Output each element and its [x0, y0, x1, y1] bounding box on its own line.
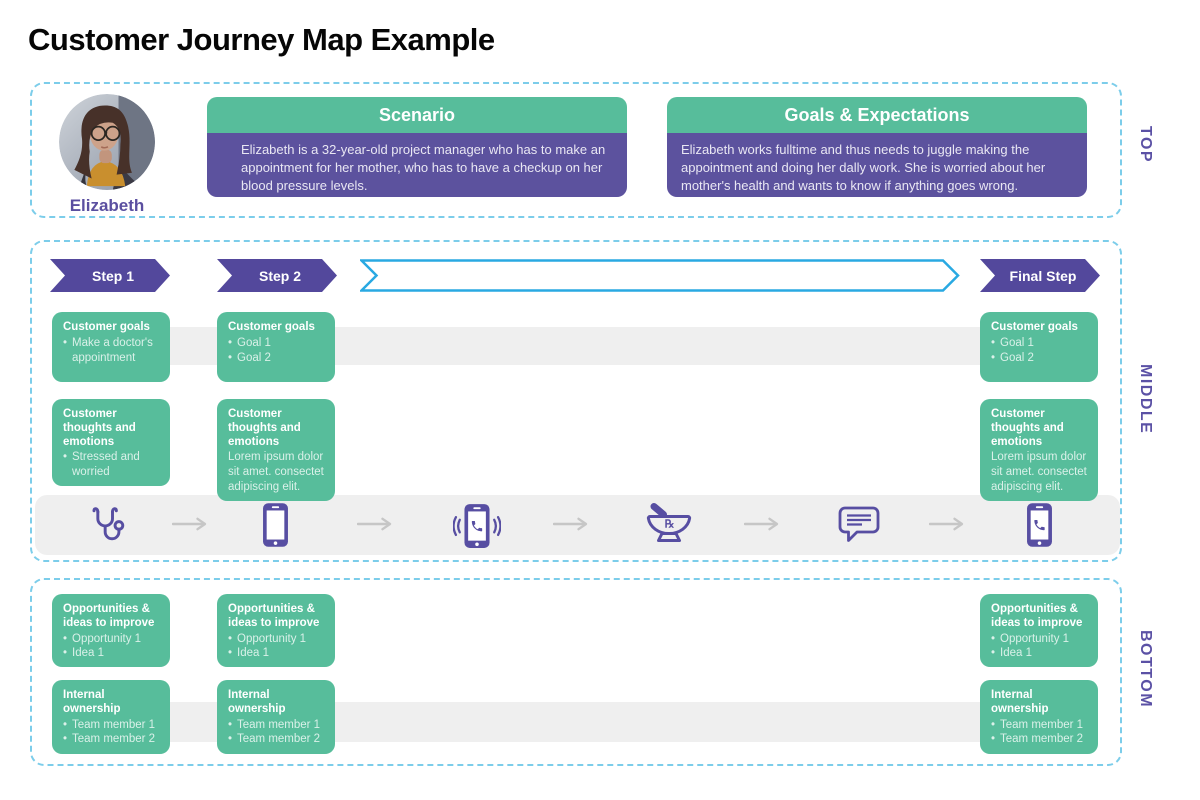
- ownership-card-final: Internal ownership •Team member 1 •Team …: [980, 680, 1098, 754]
- final-step-arrow: Final Step: [980, 259, 1100, 292]
- step2-arrow: Step 2: [217, 259, 337, 292]
- customer-goals-card-step2: Customer goals •Goal 1 •Goal 2: [217, 312, 335, 382]
- stethoscope-icon: [83, 501, 131, 549]
- flow-arrow-icon: [743, 517, 784, 531]
- opportunities-card-final: Opportunities & ideas to improve •Opport…: [980, 594, 1098, 668]
- thoughts-card-step1: Customer thoughts and emotions •Stressed…: [52, 399, 170, 486]
- ownership-card-step1: Internal ownership •Team member 1 •Team …: [52, 680, 170, 754]
- opportunities-card-step1: Opportunities & ideas to improve •Opport…: [52, 594, 170, 668]
- thoughts-card-final: Customer thoughts and emotions Lorem ips…: [980, 399, 1098, 501]
- phone-call-icon: [1015, 501, 1063, 549]
- scenario-card: Scenario Elizabeth is a 32-year-old proj…: [207, 97, 627, 197]
- flow-arrow-icon: [552, 517, 593, 531]
- section-label-bottom: BOTTOM: [1137, 630, 1154, 709]
- step1-arrow: Step 1: [50, 259, 170, 292]
- goals-expectations-body: Elizabeth works fulltime and thus needs …: [667, 133, 1087, 197]
- section-bottom: Opportunities & ideas to improve •Opport…: [30, 578, 1122, 766]
- scenario-card-body: Elizabeth is a 32-year-old project manag…: [207, 133, 627, 197]
- section-label-middle: MIDDLE: [1137, 364, 1154, 435]
- svg-text:℞: ℞: [665, 519, 675, 531]
- flow-arrow-icon: [171, 517, 212, 531]
- opportunities-card-step2: Opportunities & ideas to improve •Opport…: [217, 594, 335, 668]
- section-top: Elizabeth Scenario Elizabeth is a 32-yea…: [30, 82, 1122, 218]
- customer-goals-card-step1: Customer goals •Make a doctor's appointm…: [52, 312, 170, 382]
- ringing-phone-icon: [453, 501, 501, 549]
- chat-message-icon: [835, 501, 883, 549]
- steps-outline-arrow: [358, 259, 960, 292]
- ownership-card-step2: Internal ownership •Team member 1 •Team …: [217, 680, 335, 754]
- scenario-card-title: Scenario: [207, 97, 627, 133]
- customer-goals-card-final: Customer goals •Goal 1 •Goal 2: [980, 312, 1098, 382]
- goals-expectations-title: Goals & Expectations: [667, 97, 1087, 133]
- flow-arrow-icon: [356, 517, 397, 531]
- page-title: Customer Journey Map Example: [28, 22, 495, 57]
- woman-portrait-illustration: [59, 94, 155, 190]
- smartphone-icon: [251, 501, 299, 549]
- goals-expectations-card: Goals & Expectations Elizabeth works ful…: [667, 97, 1087, 197]
- section-label-top: TOP: [1137, 126, 1154, 164]
- persona-name: Elizabeth: [69, 196, 145, 215]
- thoughts-card-step2: Customer thoughts and emotions Lorem ips…: [217, 399, 335, 501]
- flow-arrow-icon: [928, 517, 969, 531]
- persona-avatar: [59, 94, 155, 190]
- section-middle: Step 1 Step 2 Final Step Customer goals …: [30, 240, 1122, 562]
- pharmacy-mortar-icon: ℞: [645, 501, 693, 549]
